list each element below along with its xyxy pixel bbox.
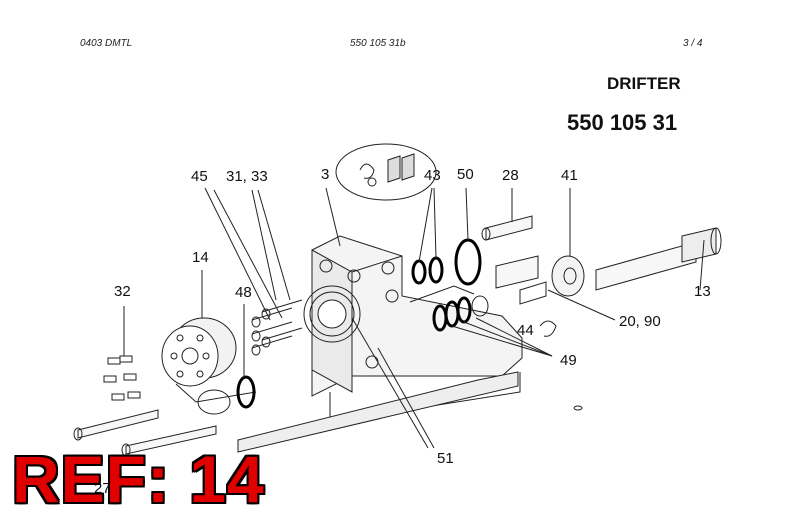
callout-45: 45 (191, 168, 208, 185)
header-drawing-number: 550 105 31b (350, 38, 406, 49)
reference-overlay-label: REF: 14 (12, 442, 265, 516)
bushing-44 (471, 295, 489, 317)
bolt-set (103, 355, 141, 401)
callout-14: 14 (192, 249, 209, 266)
callout-27: 27 (94, 480, 111, 497)
o-ring-43a (411, 259, 427, 285)
o-ring-50 (454, 238, 482, 286)
long-bolt-set (73, 409, 217, 457)
shaft-28 (481, 215, 533, 241)
callout-50: 50 (457, 166, 474, 183)
washer-small (573, 405, 583, 411)
callout-32: 32 (114, 283, 131, 300)
housing-body (237, 235, 523, 453)
detail-inset (335, 143, 437, 201)
shank-13 (595, 227, 722, 291)
leader-lines (123, 187, 705, 449)
piston-20-90 (495, 255, 547, 305)
o-ring-43b (428, 256, 444, 284)
callout-43: 43 (424, 167, 441, 184)
ring-41 (551, 255, 585, 297)
header-doc-code: 0403 DMTL (80, 38, 133, 49)
callout-31-33: 31, 33 (226, 168, 268, 185)
o-ring-48 (236, 375, 256, 409)
callout-48: 48 (235, 284, 252, 301)
detail-hand-icon (539, 320, 557, 337)
callout-13: 13 (694, 283, 711, 300)
stud-set (251, 299, 303, 356)
callout-20-90: 20, 90 (619, 313, 661, 330)
header-page-number: 3 / 4 (683, 38, 703, 49)
assembly-part-number: 550 105 31 (567, 110, 678, 135)
callout-28: 28 (502, 167, 519, 184)
callout-41: 41 (561, 167, 578, 184)
callout-3: 3 (321, 166, 330, 183)
callout-44: 44 (517, 322, 534, 339)
callout-49: 49 (560, 352, 577, 369)
front-cover-part (161, 317, 257, 415)
callout-51: 51 (437, 450, 454, 467)
assembly-title: DRIFTER (607, 74, 681, 93)
